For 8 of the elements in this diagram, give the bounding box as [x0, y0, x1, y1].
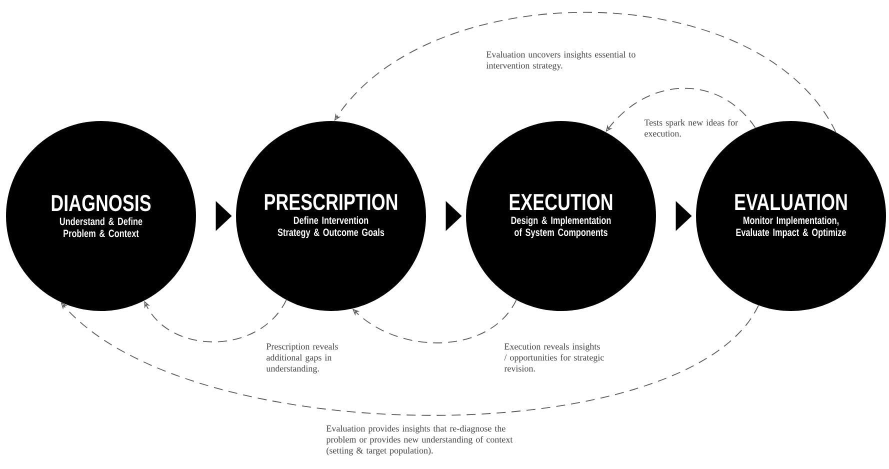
- edge-label: Evaluation uncovers insights essential to intervention strategy.: [486, 51, 636, 70]
- chevron-arrow: [676, 201, 692, 231]
- dashed-arrow: [144, 300, 287, 342]
- edge-label: Execution reveals insights / opportunities for strategic revision.: [504, 343, 604, 372]
- edge-label: Evaluation provides insights that re-diagnose the problem or provides new understanding of context (setting & target population).: [326, 425, 513, 456]
- chevron-arrow: [446, 201, 462, 231]
- edge-label: Prescription reveals additional gaps in understanding.: [266, 343, 338, 374]
- chevron-arrow: [216, 201, 232, 231]
